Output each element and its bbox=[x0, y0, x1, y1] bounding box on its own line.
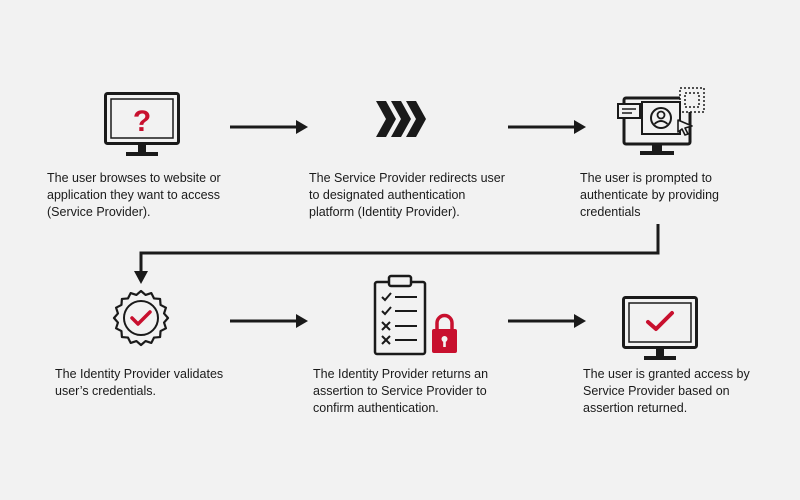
question-mark: ? bbox=[133, 105, 151, 138]
monitor-check-icon bbox=[622, 296, 698, 360]
step5-caption: The Identity Provider returns an asserti… bbox=[313, 366, 488, 417]
caption-line: The user is prompted to bbox=[580, 171, 713, 185]
step6-caption: The user is granted access by Service Pr… bbox=[583, 366, 750, 417]
badge-check-icon bbox=[112, 289, 170, 347]
caption-line: The user is granted access by bbox=[583, 367, 750, 381]
arrow-step5-to-step6 bbox=[508, 314, 586, 328]
caption-line: (Service Provider). bbox=[47, 205, 151, 219]
arrow-step3-to-step4 bbox=[134, 224, 660, 284]
caption-line: to designated authentication bbox=[309, 188, 466, 202]
caption-line: user’s credentials. bbox=[55, 384, 156, 398]
chevrons-forward-icon bbox=[376, 101, 426, 137]
caption-line: The Service Provider redirects user bbox=[309, 171, 505, 185]
step4-caption: The Identity Provider validates user’s c… bbox=[55, 366, 223, 400]
caption-line: The user browses to website or bbox=[47, 171, 221, 185]
caption-line: confirm authentication. bbox=[313, 401, 439, 415]
caption-line: Service Provider based on bbox=[583, 384, 730, 398]
arrow-step4-to-step5 bbox=[230, 314, 308, 328]
step1-caption: The user browses to website or applicati… bbox=[47, 170, 221, 221]
caption-line: assertion returned. bbox=[583, 401, 688, 415]
monitor-login-icon bbox=[617, 87, 705, 155]
arrow-step1-to-step2 bbox=[230, 120, 308, 134]
caption-line: credentials bbox=[580, 205, 641, 219]
step2-caption: The Service Provider redirects user to d… bbox=[309, 170, 505, 221]
caption-line: The Identity Provider returns an bbox=[313, 367, 489, 381]
monitor-question-icon: ? bbox=[104, 92, 180, 156]
caption-line: assertion to Service Provider to bbox=[313, 384, 487, 398]
caption-line: authenticate by providing bbox=[580, 188, 719, 202]
caption-line: application they want to access bbox=[47, 188, 221, 202]
clipboard-lock-icon bbox=[373, 274, 457, 356]
step3-caption: The user is prompted to authenticate by … bbox=[580, 170, 719, 221]
arrow-step2-to-step3 bbox=[508, 120, 586, 134]
caption-line: platform (Identity Provider). bbox=[309, 205, 460, 219]
caption-line: The Identity Provider validates bbox=[55, 367, 224, 381]
